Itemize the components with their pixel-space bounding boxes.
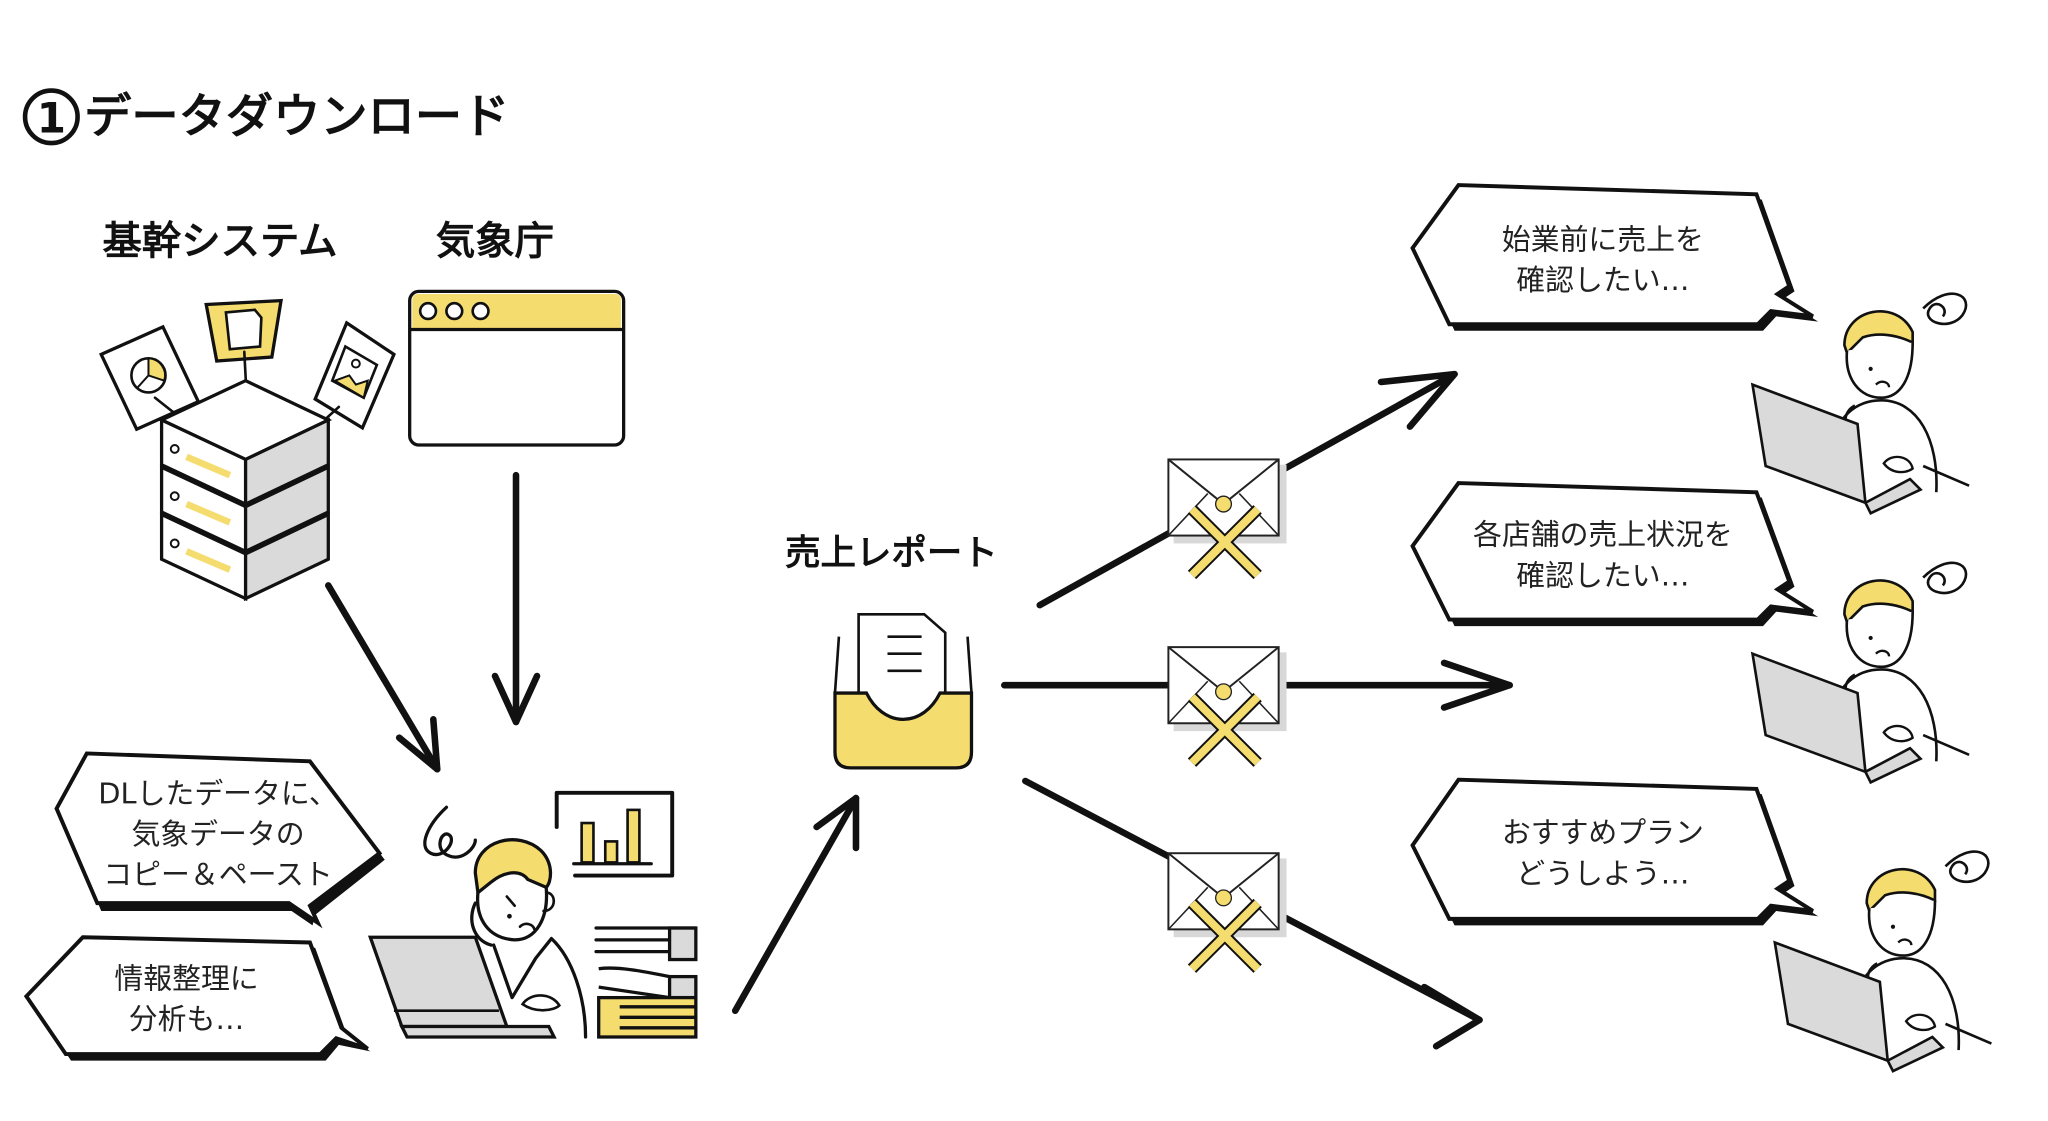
bar-chart-board-icon: [554, 790, 675, 878]
source-label-jma: 気象庁: [436, 219, 554, 265]
dizzy-squiggle-icon: [1922, 561, 1968, 595]
bubble-line: 始業前に売上を: [1502, 222, 1704, 256]
browser-window-icon: [408, 289, 626, 447]
server-unit: [159, 511, 330, 602]
x-mark-icon: [1187, 692, 1262, 767]
bubble-line: おすすめプラン: [1502, 816, 1704, 850]
server-unit: [159, 417, 330, 507]
dizzy-squiggle-icon: [1922, 292, 1968, 326]
arrow-worker-to-report: [731, 794, 860, 1015]
server-unit: [159, 464, 330, 554]
title-number: 1: [37, 94, 66, 143]
bubble-line: 確認したい…: [1516, 263, 1689, 297]
envelope-icon: [1167, 646, 1287, 767]
laptop-icon: [1750, 651, 1923, 785]
bubble-line: どうしよう…: [1516, 856, 1689, 890]
bubble-line: 気象データの: [131, 817, 304, 851]
recipient-speech-bubble-1: 始業前に売上を 確認したい…: [1410, 183, 1819, 331]
recipients-layer: [1750, 292, 1992, 1073]
envelope-icon: [1167, 852, 1287, 973]
laptop-icon: [1750, 382, 1923, 515]
arrow-server-to-worker: [325, 582, 441, 773]
laptop-icon: [367, 935, 557, 1039]
recipient-speech-bubble-3: おすすめプラン どうしよう…: [1410, 777, 1819, 926]
bubble-line: 確認したい…: [1516, 558, 1689, 592]
worried-person-at-laptop: [1750, 561, 1970, 785]
x-mark-icon: [1187, 505, 1262, 580]
binders-stack-icon: [594, 926, 698, 1039]
envelope-icon: [1167, 458, 1287, 580]
x-mark-icon: [1187, 898, 1262, 973]
bubble-line: 分析も…: [129, 1002, 244, 1036]
section-title: 1 データダウンロード: [22, 88, 509, 146]
arrow-jma-to-worker: [491, 471, 541, 726]
worried-person-at-laptop: [1750, 292, 1970, 515]
title-text: データダウンロード: [84, 90, 509, 145]
bubble-line: 各店舗の売上状況を: [1473, 518, 1733, 552]
stress-squiggle-icon: [423, 805, 477, 859]
recipient-speech-bubble-2: 各店舗の売上状況を 確認したい…: [1410, 481, 1819, 627]
worker-speech-bubble-1: DLしたデータに、 気象データの コピー＆ペースト: [54, 751, 385, 929]
source-label-core-system: 基幹システム: [103, 219, 338, 265]
worker-speech-bubble-2: 情報整理に 分析も…: [23, 935, 371, 1061]
stressed-worker-illustration: [367, 790, 698, 1039]
envelopes-layer: [1167, 458, 1287, 973]
number-circle-icon: [22, 88, 80, 146]
report-label: 売上レポート: [785, 532, 998, 573]
bubble-line: DLしたデータに、: [98, 776, 337, 810]
image-card-icon: [308, 320, 396, 435]
dizzy-squiggle-icon: [1944, 850, 1990, 884]
server-stack-icon: [99, 298, 396, 602]
worried-person-at-laptop: [1773, 850, 1992, 1073]
document-tray-icon: [833, 613, 974, 770]
bubble-line: コピー＆ペースト: [103, 858, 332, 892]
laptop-icon: [1773, 940, 1946, 1073]
bubble-line: 情報整理に: [114, 961, 258, 995]
